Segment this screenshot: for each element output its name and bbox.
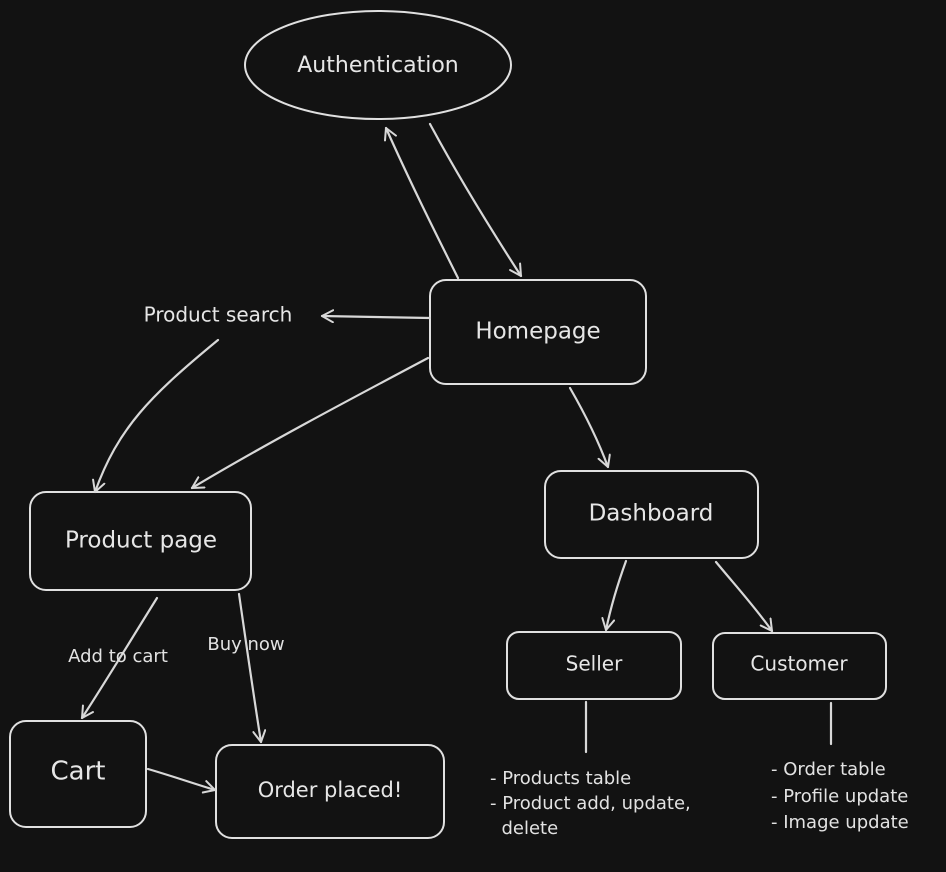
- seller-notes: - Products table - Product add, update, …: [490, 768, 691, 839]
- customer-notes: - Order table - Profile update - Image u…: [771, 759, 909, 833]
- customer-label: Customer: [750, 652, 848, 676]
- edge-product-page-to-cart: [80, 596, 159, 720]
- edge-homepage-to-product-search: [320, 309, 432, 324]
- customer-note-line: - Order table: [771, 759, 886, 780]
- customer-note-line: - Image update: [771, 812, 909, 833]
- cart-node-shape: [9, 720, 147, 828]
- product-page-label: Product page: [65, 528, 217, 554]
- product-page-node-shape: [29, 491, 252, 591]
- seller-note-line: - Product add, update,: [490, 793, 691, 814]
- seller-node-shape: [506, 631, 682, 700]
- edge-cart-to-order-placed: [146, 767, 217, 794]
- authentication-label: Authentication: [297, 53, 459, 78]
- edge-authentication-to-homepage: [428, 122, 523, 278]
- edge-product-page-to-order-placed: [237, 592, 267, 744]
- seller-label: Seller: [566, 652, 623, 676]
- edge-dashboard-to-customer: [714, 560, 774, 633]
- order-placed-node-shape: [215, 744, 445, 839]
- seller-note-line: delete: [490, 818, 558, 839]
- edge-homepage-to-dashboard: [568, 386, 611, 469]
- customer-node-shape: [712, 632, 887, 700]
- customer-note-line: - Profile update: [771, 786, 908, 807]
- seller-note-line: - Products table: [490, 768, 631, 789]
- dashboard-label: Dashboard: [589, 501, 714, 527]
- homepage-node-shape: [429, 279, 647, 385]
- edge-label-add-to-cart: Add to cart: [68, 646, 168, 667]
- edge-homepage-to-authentication: [383, 126, 460, 280]
- order-placed-label: Order placed!: [258, 778, 403, 802]
- authentication-node-shape: [244, 10, 512, 120]
- homepage-label: Homepage: [475, 319, 600, 345]
- edge-product-search-to-product-page: [92, 338, 220, 494]
- edge-homepage-to-product-page: [190, 356, 430, 490]
- cart-label: Cart: [51, 757, 106, 787]
- edge-dashboard-to-seller: [601, 559, 628, 632]
- edge-label-buy-now: Buy now: [207, 634, 284, 655]
- dashboard-node-shape: [544, 470, 759, 559]
- product-search-label: Product search: [144, 303, 293, 327]
